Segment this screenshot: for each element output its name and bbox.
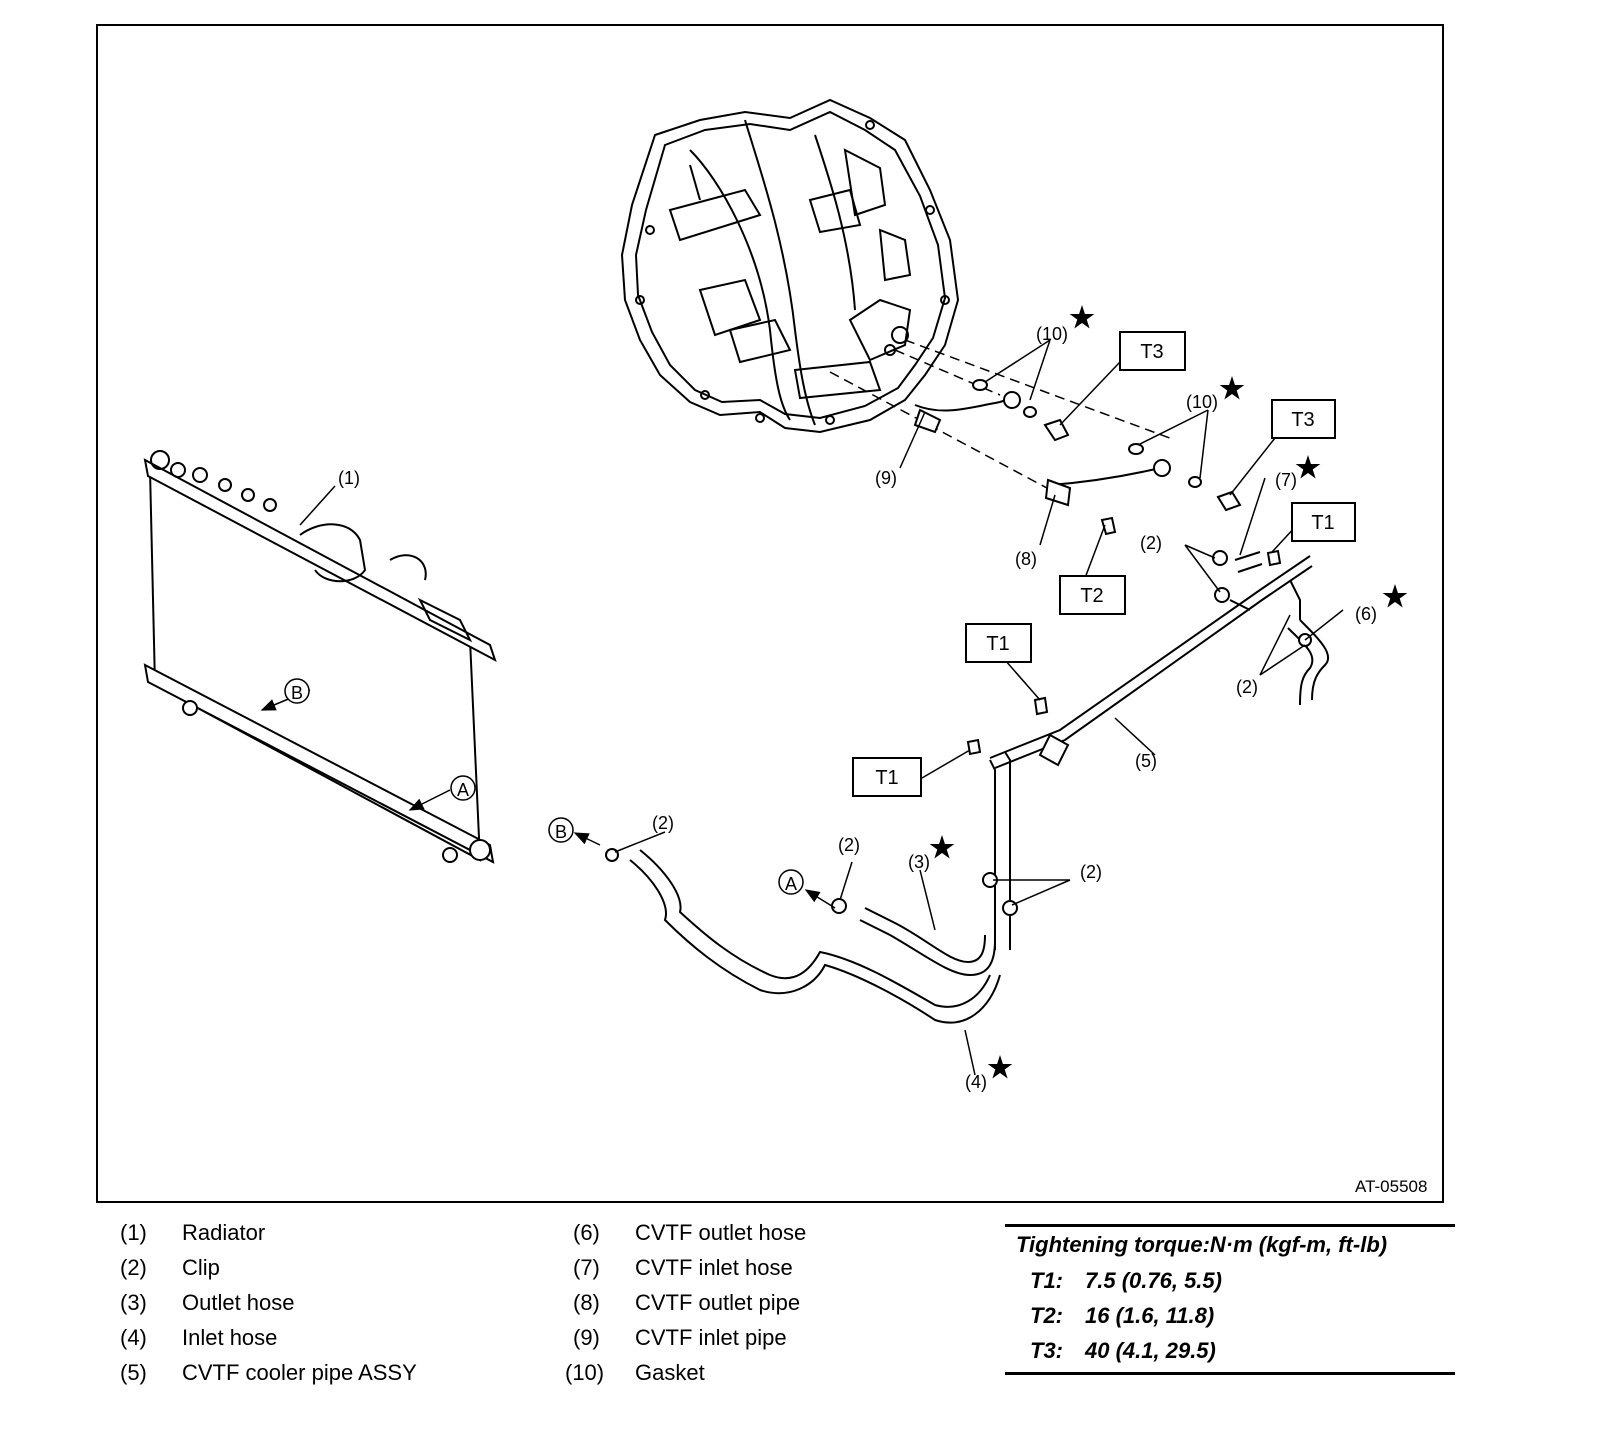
legend-name: Outlet hose: [182, 1290, 295, 1315]
torque-value: 40 (4.1, 29.5): [1085, 1338, 1216, 1363]
legend-number: (1): [120, 1220, 147, 1245]
star-icon: [1069, 305, 1095, 329]
torque-box-t3-lower: T3: [1291, 409, 1314, 431]
torque-table-top-rule: [1005, 1224, 1455, 1227]
torque-box-t3-upper: T3: [1140, 341, 1163, 363]
torque-box-t1-middle: T1: [986, 633, 1009, 655]
torque-box-t1-left: T1: [875, 767, 898, 789]
torque-value: 7.5 (0.76, 5.5): [1085, 1268, 1222, 1293]
star-icon: [987, 1055, 1013, 1079]
legend-number: (6): [573, 1220, 600, 1245]
legend-number: (2): [120, 1255, 147, 1280]
legend-number: (9): [573, 1325, 600, 1350]
connector-label-a-hose: A: [785, 874, 797, 894]
legend-name: CVTF cooler pipe ASSY: [182, 1360, 417, 1385]
legend-name: Clip: [182, 1255, 220, 1280]
star-icon: [1382, 584, 1408, 608]
callout-2-right: (2): [1236, 677, 1258, 697]
callout-2-hose-a: (2): [838, 835, 860, 855]
cvtf-hoses: [1212, 550, 1330, 706]
connector-labels: [284, 678, 804, 895]
alignment-lines: [829, 339, 1176, 496]
legend-number: (4): [120, 1325, 147, 1350]
callout-7: (7): [1275, 470, 1297, 490]
torque-boxes: [852, 331, 1356, 797]
connector-label-b-hose: B: [555, 822, 567, 842]
figure-code: AT-05508: [1355, 1177, 1427, 1196]
callout-2-hose-b: (2): [652, 813, 674, 833]
torque-row-t3: T3: 40 (4.1, 29.5): [1030, 1338, 1216, 1364]
callout-5: (5): [1135, 751, 1157, 771]
legend-name: CVTF inlet pipe: [635, 1325, 787, 1350]
torque-box-t1-right: T1: [1311, 512, 1334, 534]
callout-9: (9): [875, 468, 897, 488]
leader-lines: [299, 339, 1344, 1076]
torque-key: T1:: [1030, 1268, 1063, 1293]
callout-10-upper: (10): [1036, 324, 1068, 344]
legend-name: CVTF outlet pipe: [635, 1290, 801, 1315]
fittings: [913, 379, 1282, 756]
star-icon: [929, 835, 955, 859]
legend-name: Radiator: [182, 1220, 266, 1245]
torque-table-bottom-rule: [1005, 1372, 1455, 1375]
torque-row-t1: T1: 7.5 (0.76, 5.5): [1030, 1268, 1222, 1294]
legend-number: (7): [573, 1255, 600, 1280]
star-icon: [1295, 455, 1321, 479]
legend-name: CVTF inlet hose: [635, 1255, 793, 1280]
callout-3: (3): [908, 852, 930, 872]
cooler-pipe-assembly: [989, 555, 1313, 950]
callout-8: (8): [1015, 549, 1037, 569]
torque-box-t2: T2: [1080, 585, 1103, 607]
torque-key: T2:: [1030, 1303, 1063, 1328]
legend-number: (3): [120, 1290, 147, 1315]
torque-key: T3:: [1030, 1338, 1063, 1363]
legend-name: Gasket: [635, 1360, 705, 1385]
legend-number: (8): [573, 1290, 600, 1315]
callout-2-top: (2): [1140, 533, 1162, 553]
legend-name: CVTF outlet hose: [635, 1220, 807, 1245]
connector-label-a-radiator: A: [457, 780, 469, 800]
replace-star-icons: [929, 305, 1408, 1079]
star-icon: [1219, 376, 1245, 400]
torque-table-title: Tightening torque:N·m (kgf-m, ft-lb): [1016, 1232, 1388, 1257]
torque-row-t2: T2: 16 (1.6, 11.8): [1030, 1303, 1214, 1329]
legend-name: Inlet hose: [182, 1325, 278, 1350]
callout-2-mid: (2): [1080, 862, 1102, 882]
callout-6: (6): [1355, 604, 1377, 624]
radiator: [143, 450, 497, 864]
callout-1: (1): [338, 468, 360, 488]
callout-4: (4): [965, 1072, 987, 1092]
callout-10-lower: (10): [1186, 392, 1218, 412]
connector-label-b-radiator: B: [291, 683, 303, 703]
legend-number: (5): [120, 1360, 147, 1385]
legend-number: (10): [565, 1360, 605, 1385]
radiator-hoses: [605, 848, 1018, 1024]
torque-value: 16 (1.6, 11.8): [1085, 1303, 1215, 1328]
diagram-frame: [96, 24, 1444, 1203]
transmission-case: [620, 98, 960, 434]
